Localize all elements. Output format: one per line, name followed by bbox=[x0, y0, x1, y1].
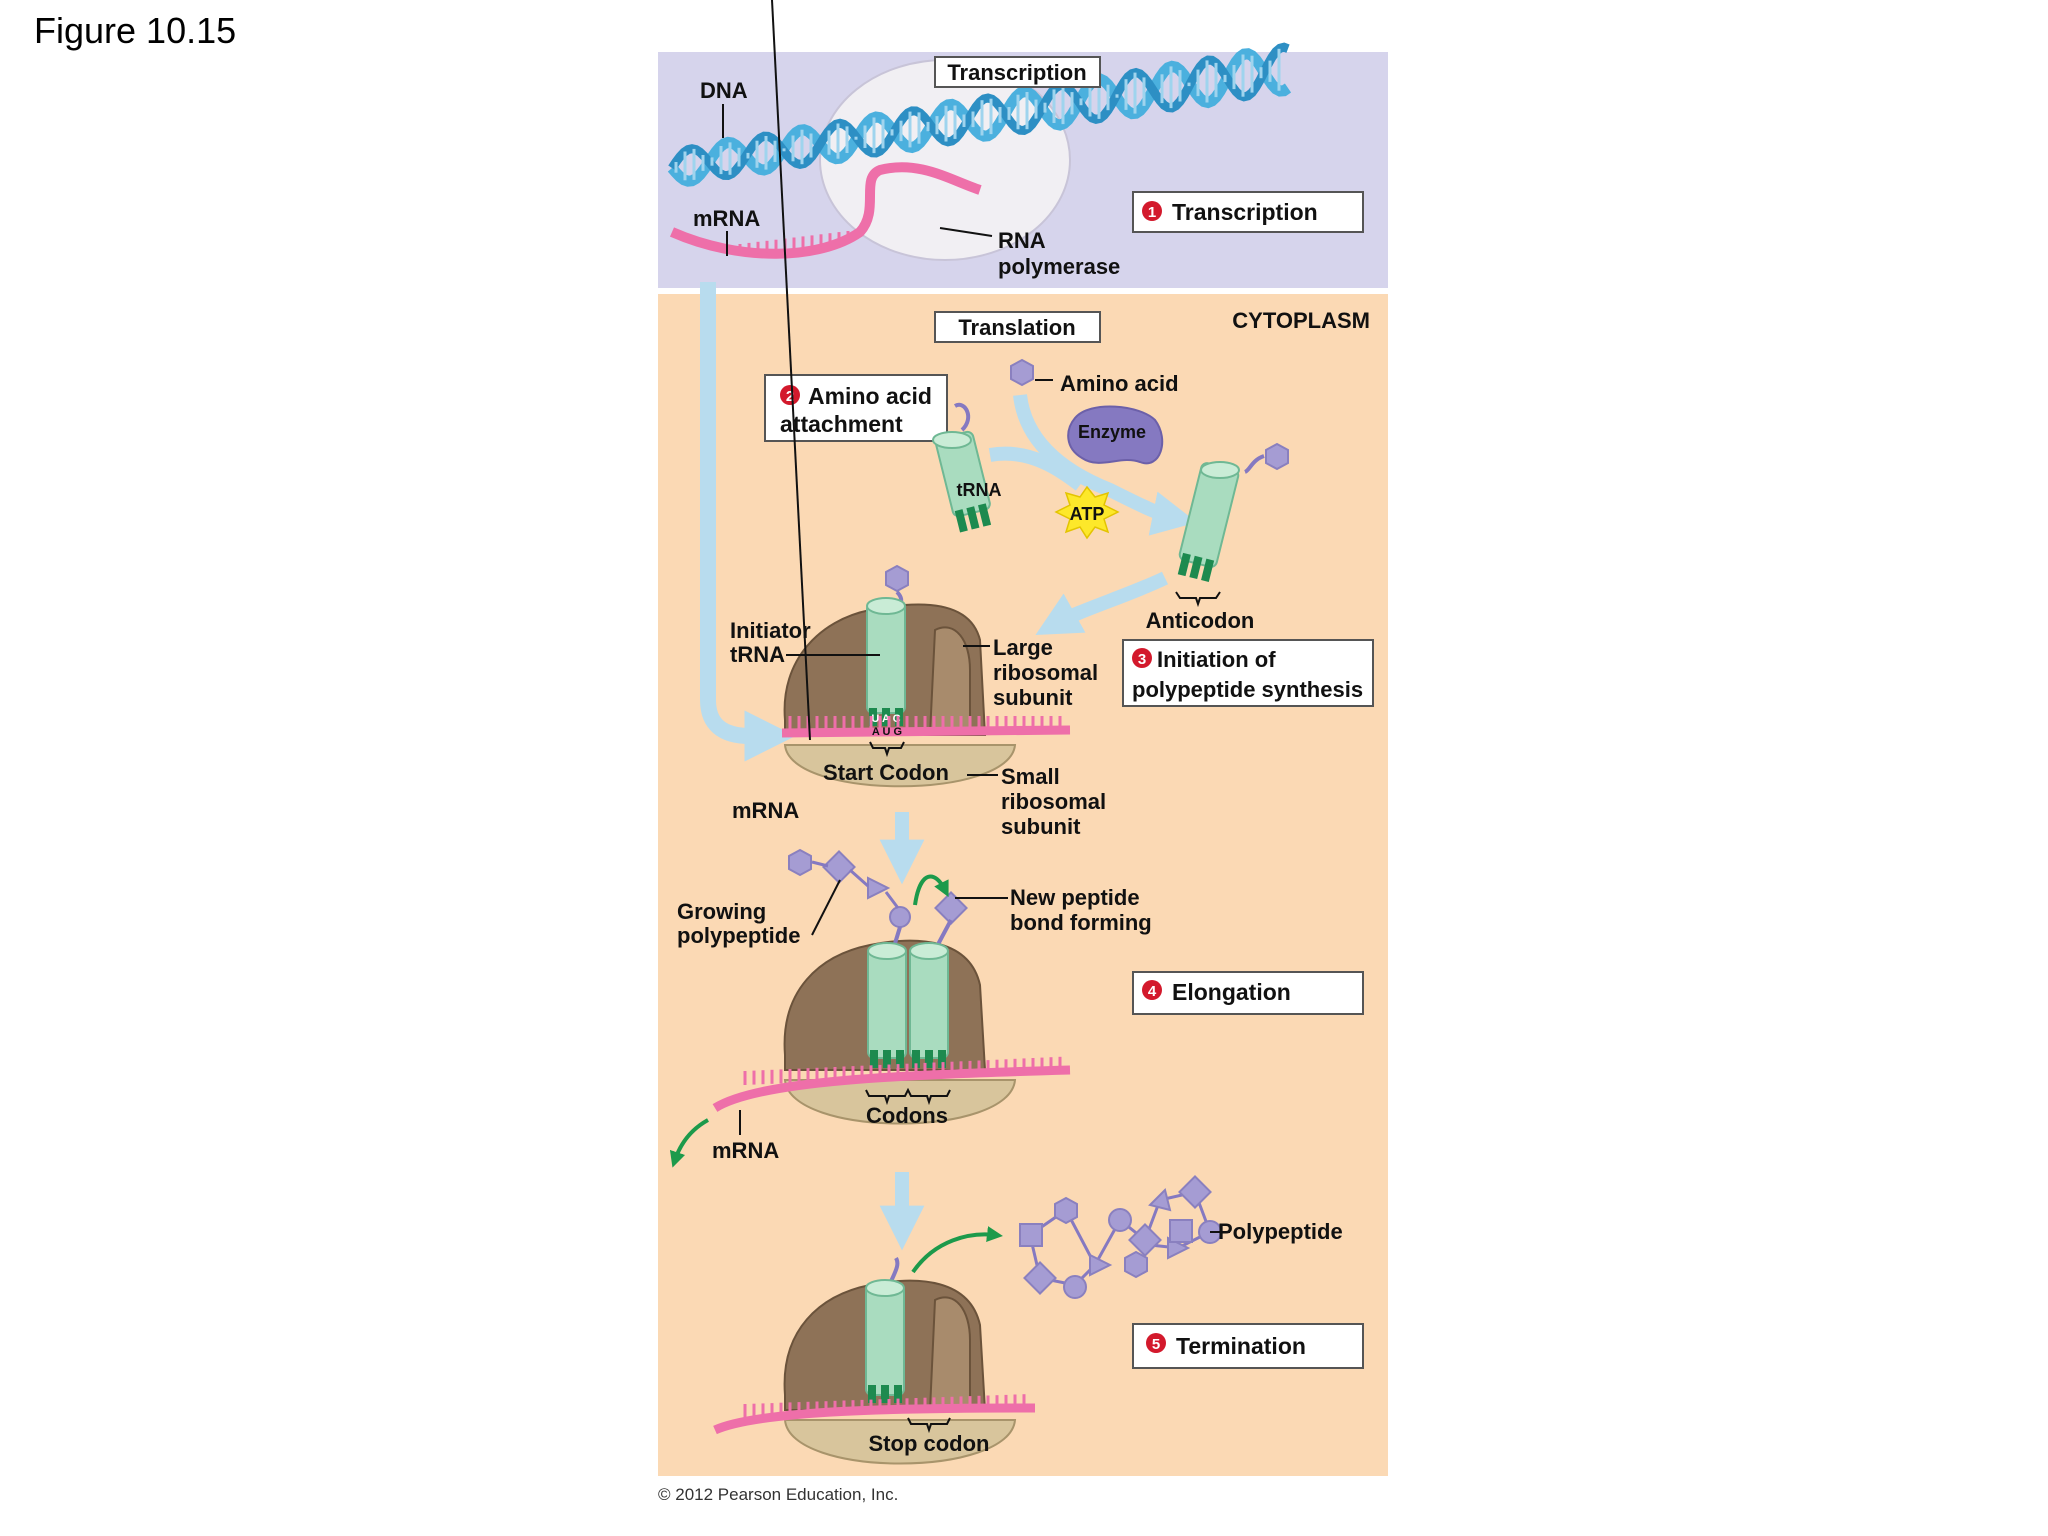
mrna-top-label: mRNA bbox=[693, 206, 760, 231]
trna-a-site bbox=[909, 942, 949, 1068]
trna-p-site bbox=[867, 942, 907, 1068]
transcription-header-box: Transcription bbox=[934, 56, 1101, 88]
new-peptide-bond-label: New peptide bond forming bbox=[1010, 885, 1152, 935]
step-3-number: 3 bbox=[1138, 651, 1146, 668]
step-3-text: Initiation of polypeptide synthesis bbox=[1132, 647, 1363, 702]
growing-polypeptide-label: Growing polypeptide bbox=[677, 899, 800, 948]
codons-brace bbox=[865, 1087, 951, 1106]
amino-acid-free bbox=[1010, 358, 1034, 387]
translation-header-box: Translation bbox=[934, 311, 1101, 343]
codons-label: Codons bbox=[866, 1103, 948, 1128]
released-polypeptide bbox=[1019, 1175, 1222, 1299]
mrna-strand-initiation bbox=[781, 716, 1071, 738]
small-subunit-label: Small ribosomal subunit bbox=[1001, 764, 1112, 839]
anticodon-label: Anticodon bbox=[1146, 608, 1255, 633]
step-5-number: 5 bbox=[1152, 1336, 1160, 1353]
anticodon-brace bbox=[1175, 591, 1221, 608]
step-4-text: Elongation bbox=[1172, 979, 1291, 1005]
start-codon-label: Start Codon bbox=[823, 760, 949, 785]
amino-acid-label: Amino acid bbox=[1060, 371, 1179, 396]
step-3-box: 3 Initiation of polypeptide synthesis bbox=[1122, 639, 1374, 707]
peptide-bond-green-arrow bbox=[913, 874, 949, 906]
step-4-box: 4 Elongation bbox=[1132, 971, 1364, 1015]
transcription-header-text: Transcription bbox=[947, 60, 1086, 85]
enzyme-shape bbox=[1067, 405, 1164, 465]
atp-burst bbox=[1054, 485, 1120, 540]
figure-title: Figure 10.15 bbox=[34, 10, 237, 51]
mrna-exit-green-arrow bbox=[669, 1118, 710, 1168]
mrna-elong-label: mRNA bbox=[712, 1138, 779, 1163]
trna-terminal bbox=[865, 1257, 905, 1403]
step-5-box: 5 Termination bbox=[1132, 1323, 1364, 1369]
flow-arrow-to-ribosome bbox=[1035, 571, 1169, 635]
dna-label: DNA bbox=[700, 78, 748, 103]
copyright-notice: © 2012 Pearson Education, Inc. bbox=[658, 1485, 899, 1504]
mrna-init-leader bbox=[771, 0, 811, 741]
step-2-box: 2 Amino acid attachment bbox=[764, 374, 948, 442]
step-1-text: Transcription bbox=[1172, 199, 1318, 225]
stop-codon-label: Stop codon bbox=[869, 1431, 990, 1456]
mrna-strand-transcription bbox=[669, 162, 982, 259]
growing-polypeptide-chain bbox=[788, 848, 968, 951]
mrna-init-label: mRNA bbox=[732, 798, 799, 823]
atp-label: ATP bbox=[1070, 504, 1105, 524]
aug-start-codon-label: A U G bbox=[872, 726, 902, 738]
flow-arrow-mrna-export bbox=[700, 282, 796, 762]
mrna-strand-termination bbox=[713, 1394, 1036, 1435]
start-codon-brace bbox=[869, 741, 905, 758]
trna-label: tRNA bbox=[957, 480, 1002, 500]
flow-arrow-trna-merge bbox=[988, 446, 1085, 491]
enzyme-label: Enzyme bbox=[1078, 422, 1146, 442]
rna-polymerase-label: RNA polymerase bbox=[998, 228, 1120, 279]
cytoplasm-label: CYTOPLASM bbox=[1232, 308, 1370, 333]
large-subunit-label: Large ribosomal subunit bbox=[993, 635, 1104, 710]
step-5-text: Termination bbox=[1176, 1333, 1306, 1359]
initiator-trna-label: Initiator tRNA bbox=[730, 618, 817, 667]
uac-anticodon-label: U A C bbox=[871, 713, 900, 725]
step-1-number: 1 bbox=[1148, 204, 1156, 221]
trna-charged bbox=[1177, 442, 1289, 582]
polypeptide-label: Polypeptide bbox=[1218, 1219, 1343, 1244]
stop-codon-brace bbox=[907, 1417, 951, 1434]
rna-polymerase-leader-line bbox=[939, 227, 993, 237]
step-1-box: 1 Transcription bbox=[1132, 191, 1364, 233]
mrna-strand-elongation bbox=[712, 1056, 1071, 1112]
step-2-number: 2 bbox=[786, 388, 794, 405]
step-2-text: Amino acid attachment bbox=[780, 383, 938, 437]
release-green-arrow bbox=[911, 1226, 1003, 1274]
growing-polypeptide-leader bbox=[811, 879, 841, 936]
cytoplasm-region bbox=[658, 294, 1388, 1476]
flow-arrow-amino-to-trna bbox=[1013, 393, 1197, 536]
trna-uncharged bbox=[932, 402, 992, 533]
step-4-number: 4 bbox=[1148, 983, 1157, 1000]
translation-header-text: Translation bbox=[958, 315, 1075, 340]
